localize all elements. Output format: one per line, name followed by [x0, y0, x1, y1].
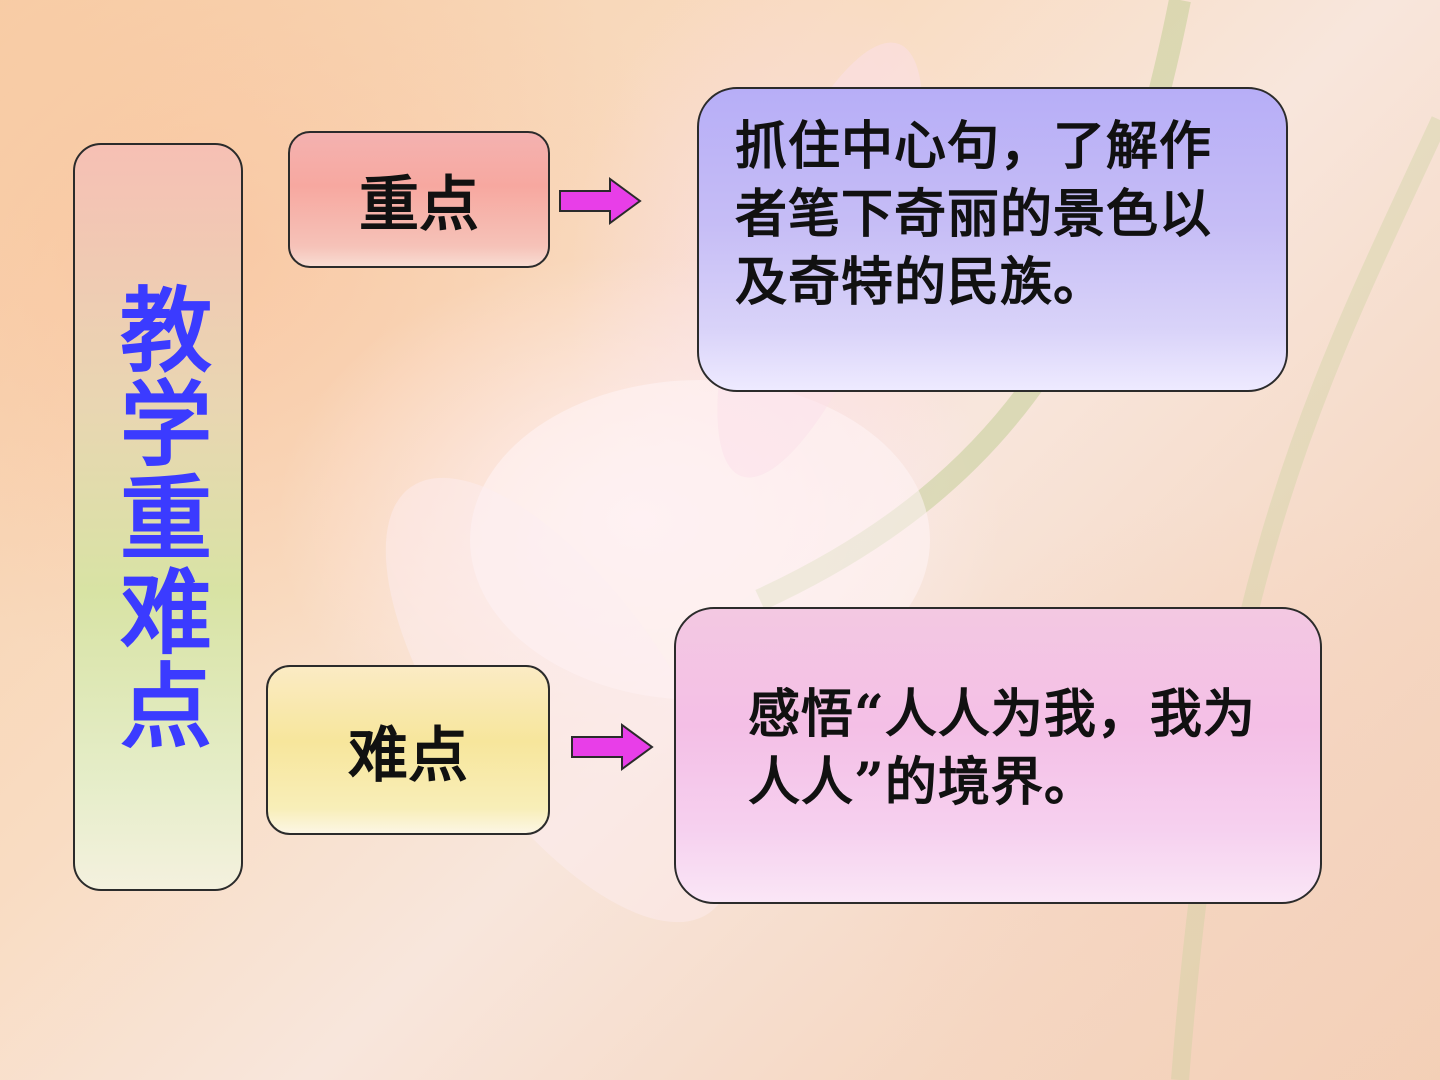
key-point-label: 重点	[359, 156, 479, 243]
difficult-point-label: 难点	[348, 707, 468, 794]
difficult-point-description: 感悟“人人为我，我为人人”的境界。	[748, 681, 1280, 817]
key-point-description: 抓住中心句，了解作者笔下奇丽的景色以及奇特的民族。	[735, 113, 1246, 317]
key-point-description-box: 抓住中心句，了解作者笔下奇丽的景色以及奇特的民族。	[697, 87, 1288, 392]
key-point-box: 重点	[288, 131, 550, 268]
difficult-point-box: 难点	[266, 665, 550, 835]
title-text: 教学重难点	[92, 282, 225, 752]
title-box: 教学重难点	[73, 143, 243, 891]
difficult-point-arrow-icon	[570, 723, 654, 771]
key-point-arrow-icon	[558, 177, 642, 225]
difficult-point-description-box: 感悟“人人为我，我为人人”的境界。	[674, 607, 1322, 904]
